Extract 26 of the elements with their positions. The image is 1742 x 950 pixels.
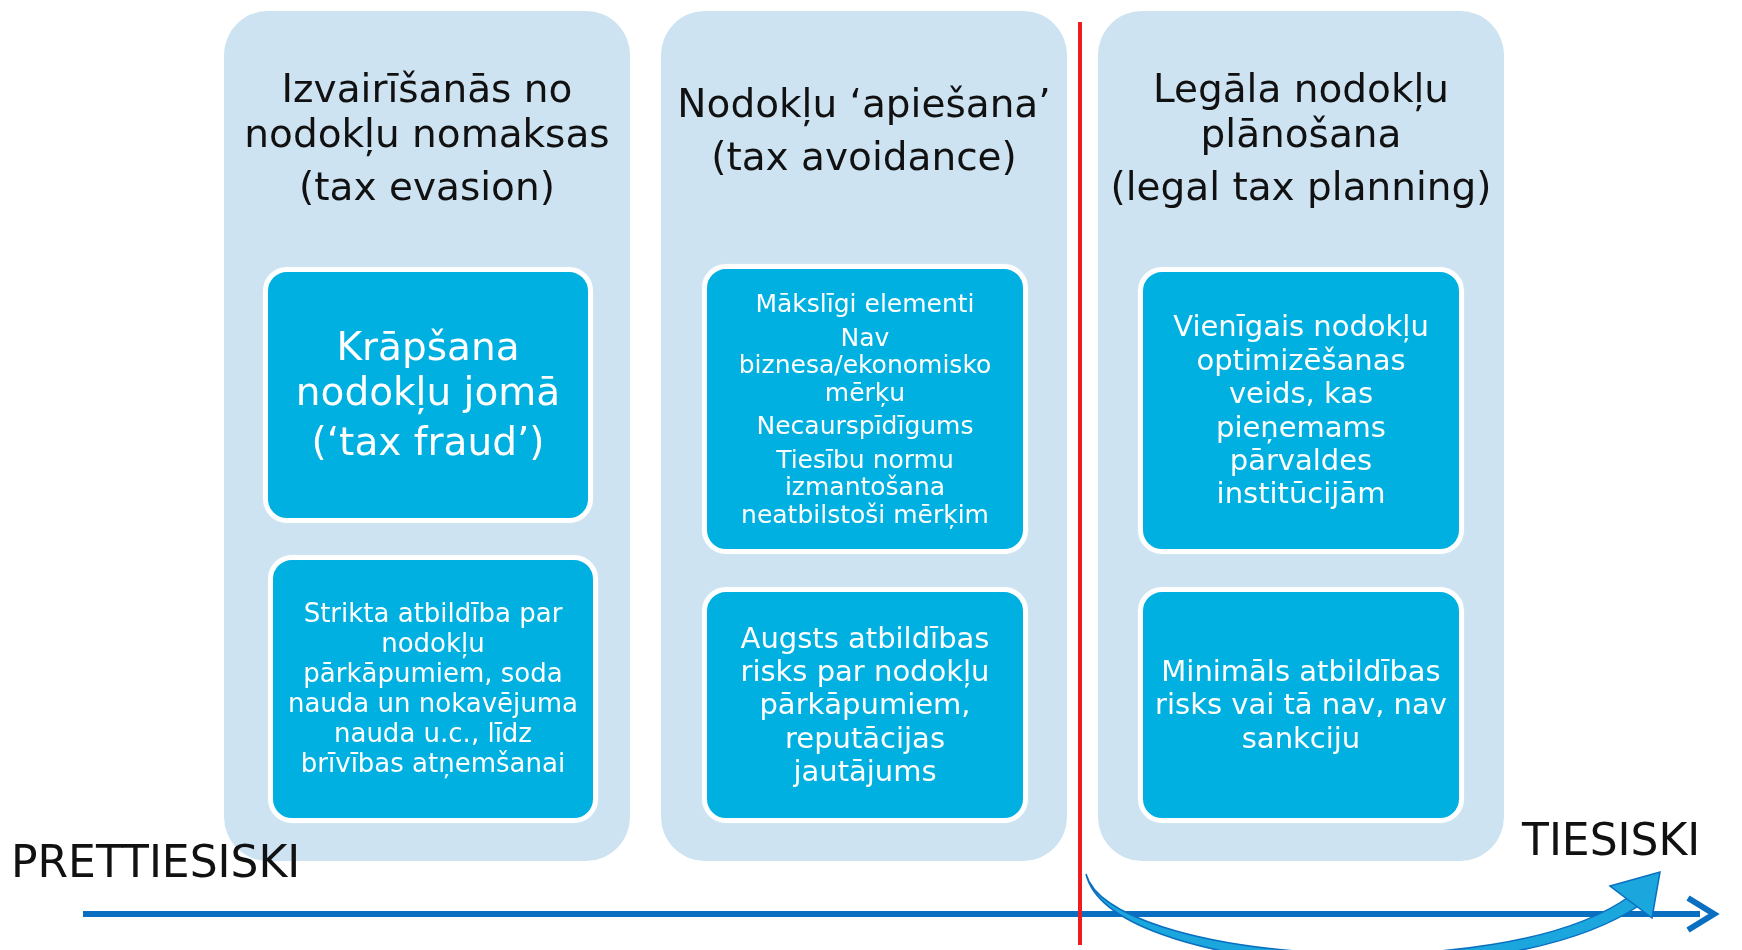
column-heading: Nodokļu ‘apiešana’	[677, 82, 1051, 127]
column-subheading: (legal tax planning)	[1110, 164, 1492, 210]
info-box	[702, 264, 1028, 554]
box-text: Krāpšana nodokļu jomā	[294, 324, 562, 415]
info-box	[263, 267, 593, 523]
column-heading: Legāla nodokļu plānošana	[1151, 67, 1451, 157]
info-box	[702, 587, 1028, 823]
column-subheading: (tax evasion)	[299, 164, 555, 210]
axis-label: PRETTIESISKI	[11, 836, 301, 887]
box-text: Nav biznesa/ekonomisko mērķu	[737, 323, 993, 406]
column-subheading: (tax avoidance)	[711, 135, 1017, 180]
box-text: Minimāls atbildības risks vai tā nav, nav sankciju	[1154, 655, 1448, 755]
info-box	[1138, 587, 1464, 823]
box-text: Vienīgais nodokļu optimizēšanas veids, kas pieņemams pārvaldes institūcijām	[1172, 310, 1430, 511]
column-heading: Izvairīšanās no nodokļu nomaksas	[243, 67, 611, 157]
info-box	[1138, 267, 1464, 554]
box-text: Necaurspīdīgums	[756, 412, 974, 440]
box-text: (‘tax fraud’)	[311, 420, 545, 466]
box-text: Strikta atbildība par nodokļu pārkāpumiem, soda nauda un nokavējuma nauda u.c., līdz brīvības atņemšanai	[286, 599, 580, 779]
box-text: Augsts atbildības risks par nodokļu pārkāpumiem, reputācijas jautājums	[739, 621, 991, 789]
column-panel	[661, 11, 1067, 861]
info-box	[268, 555, 598, 823]
column-panel	[1098, 11, 1504, 861]
box-text: Tiesību normu izmantošana neatbilstoši mērķim	[740, 445, 990, 528]
box-text: Mākslīgi elementi	[755, 290, 975, 318]
axis-label: TIESISKI	[1522, 814, 1701, 865]
